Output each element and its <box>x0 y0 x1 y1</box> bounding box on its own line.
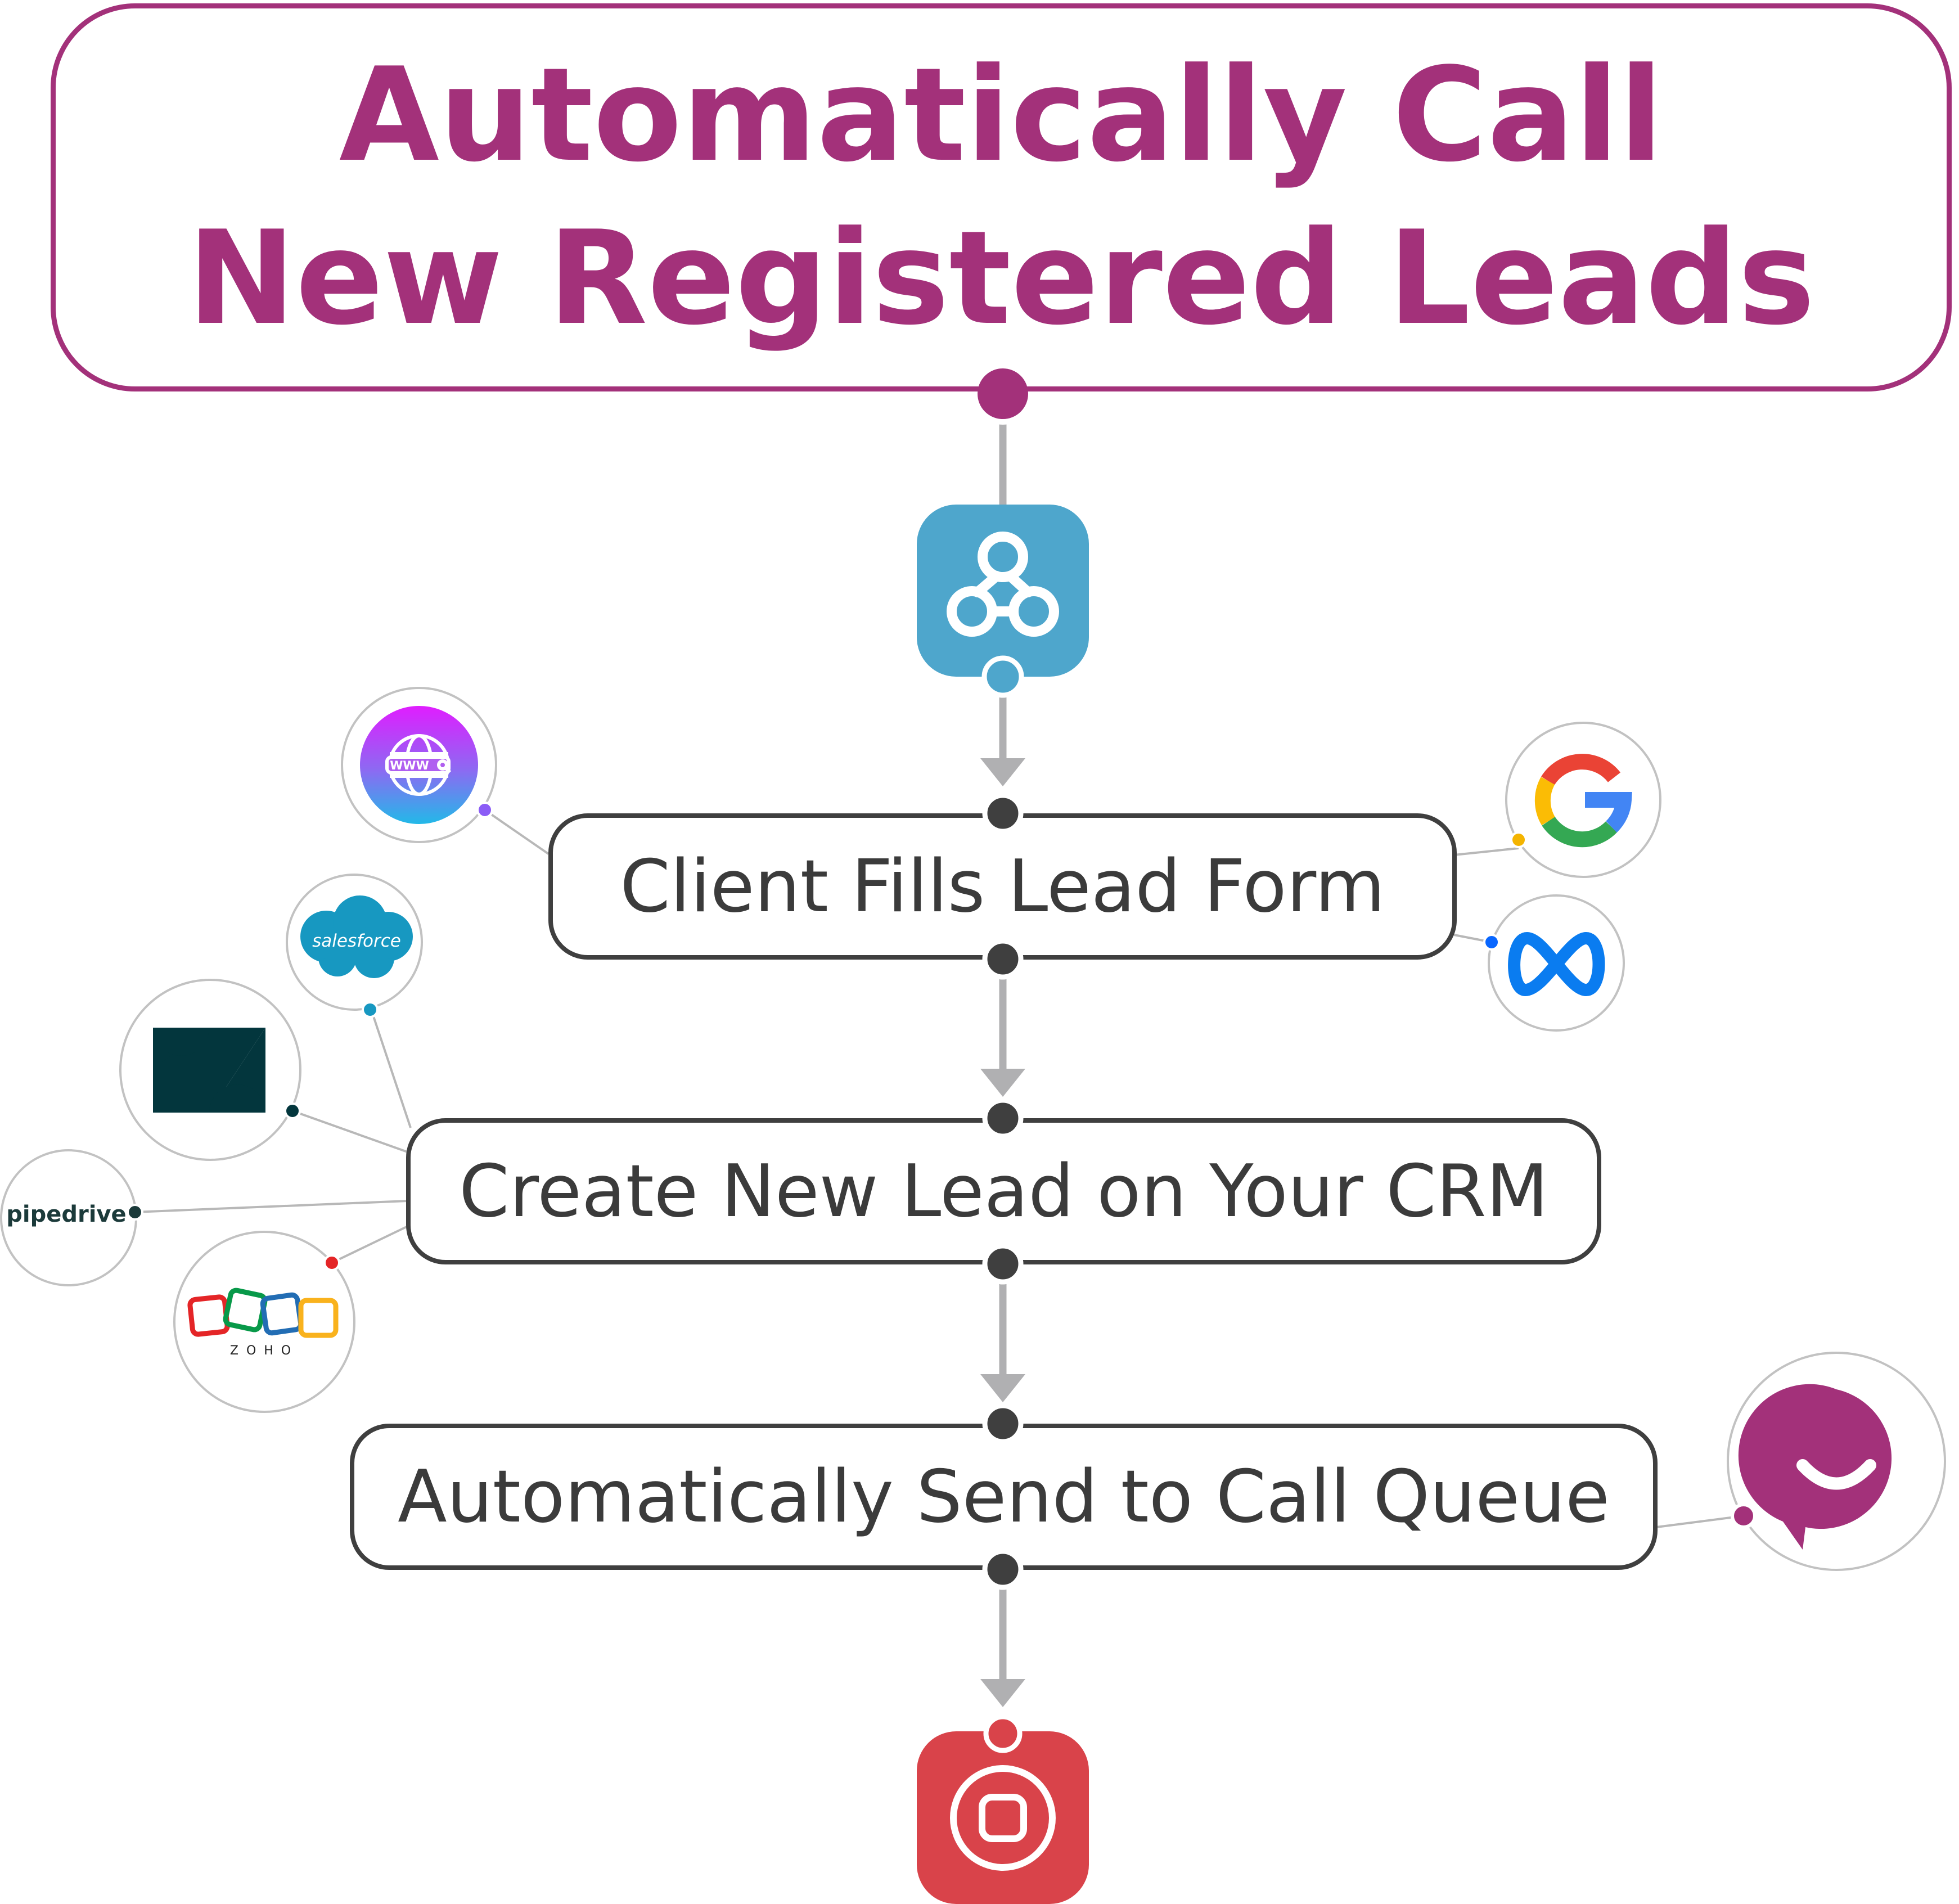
arrowhead-1 <box>980 758 1025 786</box>
step-client-fills-lead-form[interactable]: Client Fills Lead Form <box>548 813 1457 960</box>
title-box: Automatically Call New Registered Leads <box>51 3 1952 391</box>
zendesk-icon <box>153 1028 265 1113</box>
salesforce-icon <box>300 895 413 978</box>
arrowhead-3 <box>980 1374 1025 1402</box>
arrowhead-4 <box>980 1679 1025 1707</box>
pipedrive-icon: pipedrive <box>6 1201 126 1227</box>
step-create-new-lead[interactable]: Create New Lead on Your CRM <box>406 1118 1601 1264</box>
step-label: Create New Lead on Your CRM <box>459 1149 1548 1234</box>
title-node <box>972 363 1034 425</box>
stop-node[interactable] <box>917 1714 1089 1904</box>
meta-icon <box>1508 932 1605 996</box>
flow-arrowheads <box>980 758 1025 1707</box>
svg-text:WWW: WWW <box>390 759 429 772</box>
title-line-1: Automatically Call <box>339 40 1664 191</box>
step-label: Client Fills Lead Form <box>620 844 1385 929</box>
callbot-icon <box>1738 1384 1892 1550</box>
step-label: Automatically Send to Call Queue <box>398 1455 1610 1539</box>
zoho-logo-text: ZOHO <box>230 1344 299 1358</box>
callbot-integration[interactable] <box>1727 1352 1946 1571</box>
pipedrive-integration[interactable]: pipedrive <box>0 1149 143 1286</box>
arrowhead-2 <box>980 1069 1025 1097</box>
webhook-icon <box>947 532 1059 637</box>
zendesk-integration[interactable] <box>119 979 301 1161</box>
title-line-2: New Registered Leads <box>187 204 1815 354</box>
step-send-to-call-queue[interactable]: Automatically Send to Call Queue <box>350 1424 1658 1570</box>
stop-icon <box>950 1765 1056 1871</box>
google-icon <box>1534 754 1632 848</box>
salesforce-logo-text: salesforce <box>312 931 401 951</box>
zoho-integration[interactable]: ZOHO <box>173 1231 355 1413</box>
webhook-trigger-node[interactable] <box>917 505 1089 698</box>
website-integration[interactable]: WWW <box>341 687 497 843</box>
zoho-icon <box>187 1288 339 1338</box>
website-icon <box>385 734 452 796</box>
google-integration[interactable] <box>1505 722 1661 878</box>
meta-integration[interactable] <box>1483 894 1625 1032</box>
salesforce-integration[interactable]: salesforce <box>286 874 423 1018</box>
